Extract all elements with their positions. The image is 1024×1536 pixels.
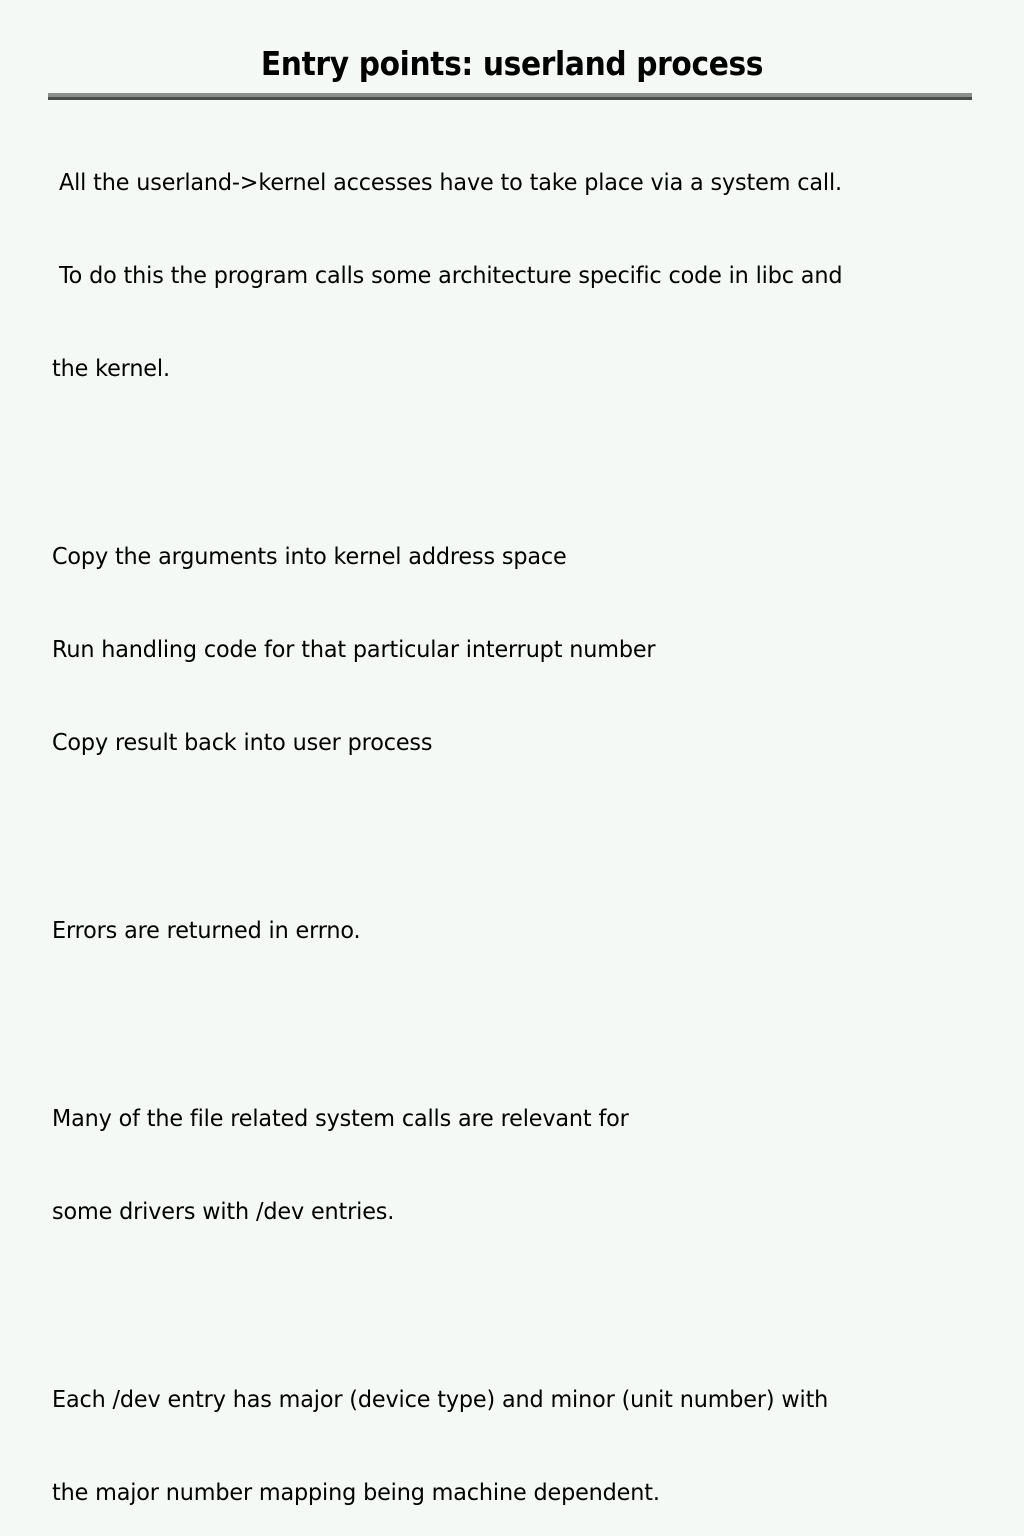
body-line: All the userland->kernel accesses have t… xyxy=(52,170,842,196)
rule-highlight xyxy=(48,93,972,97)
rule-shadow xyxy=(48,97,972,100)
body-line: some drivers with /dev entries. xyxy=(52,1199,395,1225)
body-line: Copy the arguments into kernel address s… xyxy=(52,544,567,570)
body-line: the major number mapping being machine d… xyxy=(52,1480,660,1506)
paragraph-spacer xyxy=(52,821,992,854)
paragraph-errors: Errors are returned in errno. xyxy=(52,854,964,1009)
paragraph-spacer xyxy=(52,1290,992,1323)
body-line: Errors are returned in errno. xyxy=(52,918,361,944)
body-line: Copy result back into user process xyxy=(52,730,433,756)
paragraph-syscall-intro: All the userland->kernel accesses have t… xyxy=(52,106,964,447)
paragraph-spacer xyxy=(52,1009,992,1042)
page-title: Entry points: userland process xyxy=(260,44,764,83)
body-line: Run handling code for that particular in… xyxy=(52,637,656,663)
paragraph-syscall-steps: Copy the arguments into kernel address s… xyxy=(52,480,964,821)
body-line: To do this the program calls some archit… xyxy=(52,263,843,289)
slide-body: All the userland->kernel accesses have t… xyxy=(52,106,992,1536)
paragraph-file-syscalls: Many of the file related system calls ar… xyxy=(52,1042,964,1290)
slide: Entry points: userland process All the u… xyxy=(48,44,972,1506)
paragraph-dev-major-minor: Each /dev entry has major (device type) … xyxy=(52,1323,964,1536)
body-line: Many of the file related system calls ar… xyxy=(52,1106,629,1132)
title-divider-rule xyxy=(48,93,972,100)
body-line: the kernel. xyxy=(52,356,170,382)
paragraph-spacer xyxy=(52,447,992,480)
body-line: Each /dev entry has major (device type) … xyxy=(52,1387,829,1413)
